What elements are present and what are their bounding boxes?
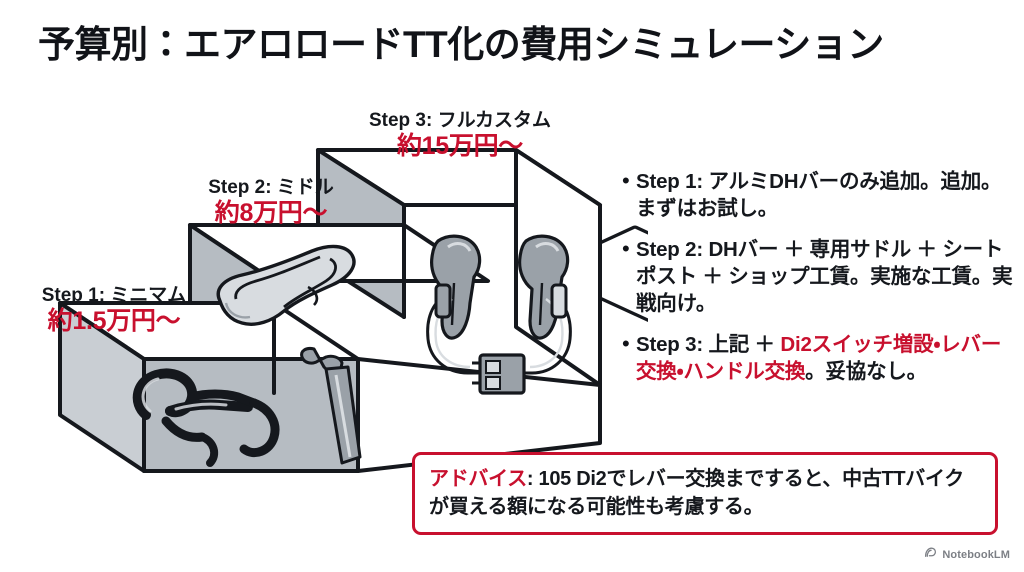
bullet-dot-icon: • [622, 331, 630, 357]
seatpost-icon [300, 347, 362, 465]
bullet-3-text: Step 3: 上記 ＋ Di2スイッチ増設・レバー交換・ハンドル交換。妥協なし… [636, 333, 1002, 384]
advice-callout: アドバイス: 105 Di2でレバー交換まですると、中古TTバイクが買える額にな… [412, 452, 998, 535]
di2-connector-left [434, 283, 452, 319]
step3-price: 約15万円〜 [396, 132, 523, 161]
aero-dh-bar-icon [132, 368, 280, 467]
di2-junction-box-icon [472, 353, 526, 395]
step2-label: Step 2: ミドル [208, 177, 334, 198]
bullet-dot-icon: • [622, 168, 630, 193]
step1-label: Step 1: ミニマム [41, 285, 187, 306]
step1-price: 約1.5万円〜 [47, 307, 181, 336]
advice-text: アドバイス: 105 Di2でレバー交換まですると、中古TTバイクが買える額にな… [429, 468, 965, 518]
page-title: 予算別：エアロロードTT化の費用シミュレーション [38, 24, 884, 65]
notebooklm-icon [924, 546, 937, 564]
step1-caption: Step 1: ミニマム 約1.5万円〜 [24, 285, 204, 337]
bullet-dot-icon: • [622, 236, 630, 262]
list-item: • Step 3: 上記 ＋ Di2スイッチ増設・レバー交換・ハンドル交換。妥協… [622, 331, 1014, 385]
notebooklm-watermark: NotebookLM [924, 546, 1010, 564]
isometric-staircase-diagram [0, 95, 648, 555]
bullet-2-text: Step 2: DHバー ＋ 専用サドル ＋ シートポスト ＋ ショップ工賃。実… [636, 238, 1013, 316]
bullet-1-text: Step 1: アルミDHバーのみ追加。追加。まずはお試し。 [636, 170, 1002, 221]
step-description-list: • Step 1: アルミDHバーのみ追加。追加。まずはお試し。 • Step … [622, 168, 1014, 399]
list-item: • Step 2: DHバー ＋ 専用サドル ＋ シートポスト ＋ ショップ工賃… [622, 236, 1014, 317]
step3-label: Step 3: フルカスタム [368, 110, 552, 131]
di2-connector-right [550, 283, 568, 319]
list-item: • Step 1: アルミDHバーのみ追加。追加。まずはお試し。 [622, 168, 1014, 222]
di2-shifters-icon [426, 234, 572, 395]
watermark-label: NotebookLM [942, 549, 1010, 561]
step3-caption: Step 3: フルカスタム 約15万円〜 [345, 110, 575, 162]
step2-caption: Step 2: ミドル 約8万円〜 [176, 177, 366, 229]
step2-price: 約8万円〜 [214, 199, 328, 228]
saddle-icon [216, 244, 356, 326]
